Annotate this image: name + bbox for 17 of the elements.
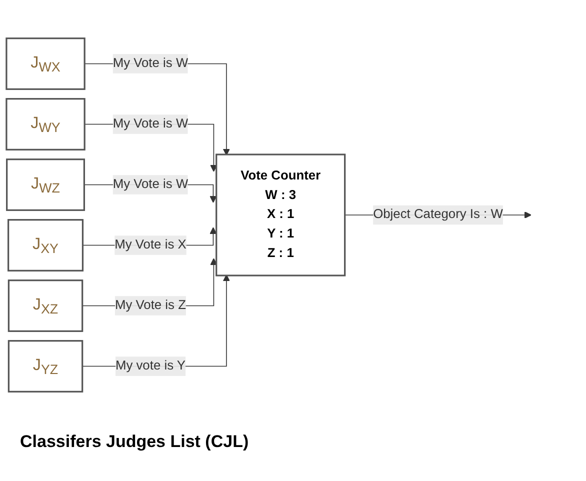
node-box: J$_{WX}$ bbox=[6, 38, 86, 90]
node-box: J$_{XY}$ bbox=[8, 219, 84, 272]
edge-label: Object Category Is : W bbox=[373, 208, 503, 222]
edge-label: My vote is Y bbox=[115, 359, 186, 373]
edge-label: My Vote is Z bbox=[114, 298, 186, 312]
node-box: Vote Counter W : 3 X : 1 Y : 1 Z : 1 bbox=[216, 154, 346, 276]
node-box: J$_{XZ}$ bbox=[8, 280, 84, 332]
edge-label: My Vote is X bbox=[114, 238, 186, 252]
edge-label: My Vote is W bbox=[112, 116, 188, 131]
arrow bbox=[84, 63, 230, 156]
node-box: J$_{WY}$ bbox=[6, 98, 86, 150]
node-box: J$_{YZ}$ bbox=[8, 340, 84, 392]
arrow bbox=[82, 274, 230, 367]
edge-label: My Vote is W bbox=[112, 177, 188, 192]
caption-text: Classifers Judges List (CJL) bbox=[20, 432, 249, 452]
edge-label: My Vote is W bbox=[112, 56, 188, 70]
node-box: J$_{WZ}$ bbox=[6, 158, 85, 211]
